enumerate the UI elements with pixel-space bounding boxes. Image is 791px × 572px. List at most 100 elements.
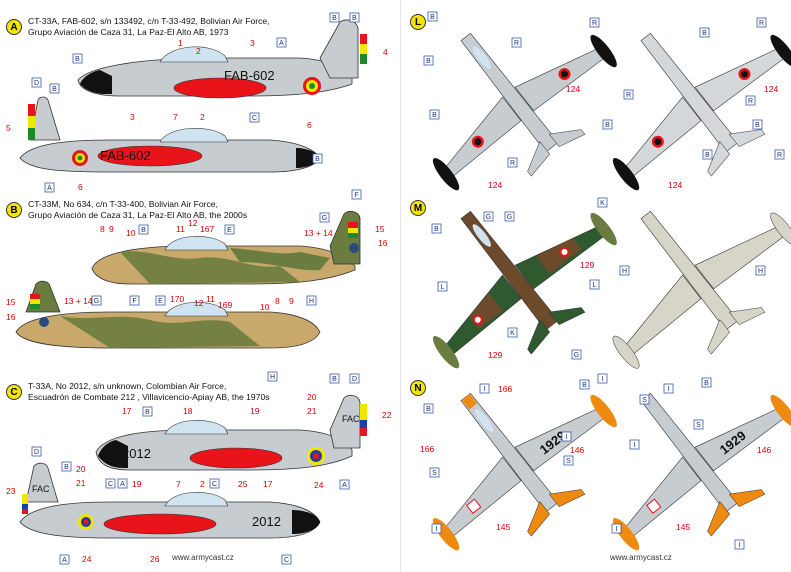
tail-text-c-lower: FAC xyxy=(32,484,50,494)
planform-l-bottom xyxy=(612,32,791,191)
callout-box: B xyxy=(426,406,431,413)
callout-box: S xyxy=(696,422,701,429)
callout-box: B xyxy=(145,409,150,416)
badge-n: N xyxy=(410,380,426,396)
callout-red: 169 xyxy=(218,300,232,310)
callout-box: R xyxy=(777,152,782,159)
serial-a-lower: FAB-602 xyxy=(100,148,151,163)
callout-box: H xyxy=(622,268,627,275)
callout-box: B xyxy=(434,226,439,233)
callout-box: R xyxy=(759,20,764,27)
callout-red: 15 xyxy=(6,297,16,307)
callout-box: B xyxy=(141,227,146,234)
callout-box: A xyxy=(120,481,125,488)
profile-b-lower xyxy=(15,280,321,349)
callout-red: 2 xyxy=(200,479,205,489)
tail-text-c-upper: FAC xyxy=(342,414,360,424)
callouts-box: B B B A C D B A B B E F G H G F E H B B … xyxy=(31,11,785,565)
callout-box: K xyxy=(600,200,605,207)
callout-box: B xyxy=(432,112,437,119)
callout-red: 13 + 14 xyxy=(304,228,333,238)
callout-box: L xyxy=(593,282,597,289)
column-divider xyxy=(400,0,401,572)
serial-c-lower: 2012 xyxy=(252,514,281,529)
callout-red: 2 xyxy=(200,112,205,122)
badge-l: L xyxy=(410,14,426,30)
callout-red: 10 xyxy=(126,228,136,238)
profile-c-line1: T-33A, No 2012, s/n unknown, Colombian A… xyxy=(28,381,227,391)
callout-red: 166 xyxy=(420,444,434,454)
callout-box: B xyxy=(704,380,709,387)
callout-red: 20 xyxy=(76,464,86,474)
callout-box: I xyxy=(616,526,618,533)
callout-box: I xyxy=(668,386,670,393)
callout-red: 129 xyxy=(580,260,594,270)
callout-box: R xyxy=(592,20,597,27)
callout-box: C xyxy=(108,481,113,488)
callout-red: 13 + 14 xyxy=(64,296,93,306)
callout-red: 10 xyxy=(260,302,270,312)
serial-c-upper: 2012 xyxy=(122,446,151,461)
callout-red: 16 xyxy=(6,312,16,322)
callout-red: 145 xyxy=(676,522,690,532)
callout-box: F xyxy=(354,192,358,199)
callout-red: 9 xyxy=(289,296,294,306)
callout-red: 19 xyxy=(132,479,142,489)
callout-red: 21 xyxy=(307,406,317,416)
callout-box: C xyxy=(252,115,257,122)
callout-red: 24 xyxy=(314,480,324,490)
callout-box: A xyxy=(47,185,52,192)
callout-box: R xyxy=(514,40,519,47)
callout-red: 170 xyxy=(170,294,184,304)
planform-m-bottom xyxy=(612,210,791,369)
callout-red: 1 xyxy=(178,38,183,48)
callout-red: 18 xyxy=(183,406,193,416)
callout-box: I xyxy=(566,434,568,441)
callout-box: C xyxy=(212,481,217,488)
callout-box: S xyxy=(432,470,437,477)
callout-box: S xyxy=(642,397,647,404)
callout-box: I xyxy=(602,376,604,383)
callout-box: E xyxy=(158,298,163,305)
callout-red: 12 xyxy=(194,298,204,308)
callout-red: 7 xyxy=(176,479,181,489)
callout-box: I xyxy=(484,386,486,393)
callout-box: A xyxy=(342,482,347,489)
callout-red: 124 xyxy=(488,180,502,190)
callout-red: 16 xyxy=(378,238,388,248)
website-left: www.armycast.cz xyxy=(172,553,234,562)
planform-l-top xyxy=(432,32,617,191)
callout-red: 17 xyxy=(122,406,132,416)
callout-red: 23 xyxy=(6,486,16,496)
callout-box: L xyxy=(441,284,445,291)
callout-box: E xyxy=(227,227,232,234)
callout-red: 25 xyxy=(238,479,248,489)
callout-box: S xyxy=(566,458,571,465)
profile-a-line2: Grupo Aviación de Caza 31, La Paz-El Alt… xyxy=(28,27,229,37)
callout-box: G xyxy=(574,352,579,359)
callout-red: 9 xyxy=(109,224,114,234)
callout-red: 146 xyxy=(570,445,584,455)
callout-red: 129 xyxy=(488,350,502,360)
callout-box: K xyxy=(510,330,515,337)
badge-b: B xyxy=(6,202,22,218)
badge-c: C xyxy=(6,384,22,400)
callout-box: G xyxy=(94,298,99,305)
callout-box: I xyxy=(739,542,741,549)
callout-box: F xyxy=(132,298,136,305)
callout-box: B xyxy=(705,152,710,159)
profile-c-line2: Escuadrón de Combate 212 , Villavicencio… xyxy=(28,392,270,402)
callout-red: 8 xyxy=(100,224,105,234)
callout-red: 124 xyxy=(668,180,682,190)
callout-box: H xyxy=(758,268,763,275)
callout-box: C xyxy=(284,557,289,564)
callout-red: 4 xyxy=(383,47,388,57)
callout-box: B xyxy=(52,86,57,93)
profile-c-lower: FAC 2012 xyxy=(19,462,321,539)
callout-red: 15 xyxy=(375,224,385,234)
callouts-red: 1 2 3 4 5 3 7 2 6 6 8 9 10 11 12 167 13 … xyxy=(6,38,778,564)
callout-box: B xyxy=(64,464,69,471)
callout-box: B xyxy=(426,58,431,65)
callout-box: B xyxy=(352,15,357,22)
